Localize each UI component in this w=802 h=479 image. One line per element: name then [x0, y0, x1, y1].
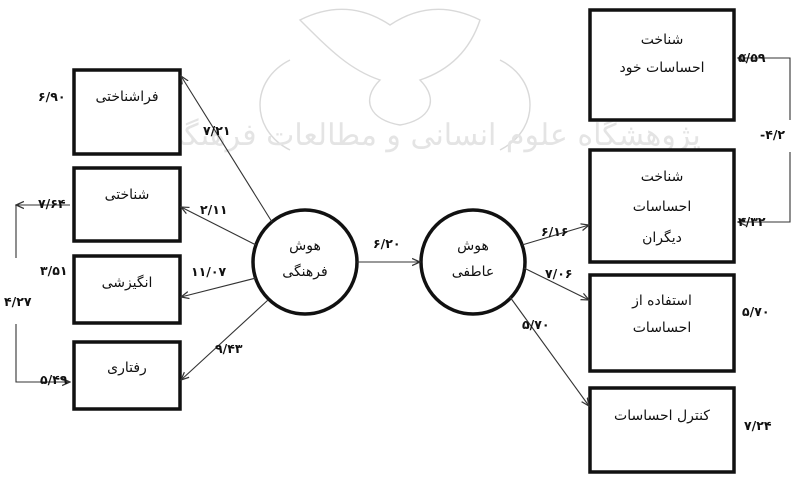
use-of-emotions-label-2: احساسات	[633, 320, 691, 336]
value-ei-self: ۶/۱۶	[541, 224, 568, 239]
metacognitive-label: فراشناختی	[95, 89, 158, 105]
value-ci-cognitive: ۲/۱۱	[200, 202, 227, 217]
link-behavioral-bottom	[15, 324, 70, 382]
motivational-box	[72, 254, 182, 325]
link-self-top	[738, 58, 791, 120]
value-use-of-emotions: ۵/۷۰	[742, 304, 769, 319]
watermark-text: پژوهشگاه علوم انسانی و مطالعات فرهنگی	[159, 118, 701, 153]
emotional-intelligence-node	[419, 208, 527, 316]
value-ei-control: ۵/۷۰	[522, 317, 549, 332]
others-awareness-box	[588, 148, 736, 264]
value-emotion-control: ۷/۲۴	[744, 418, 772, 433]
value-ci-behavioral: ۹/۴۳	[215, 341, 243, 356]
value-ci-ei: ۶/۲۰	[373, 236, 400, 251]
others-awareness-label-3: دیگران	[642, 229, 682, 246]
cultural-intelligence-node	[251, 208, 359, 316]
value-ci-motivational: ۱۱/۰۷	[191, 264, 226, 279]
self-awareness-box	[588, 8, 736, 122]
emotional-intelligence-label-2: عاطفی	[452, 264, 495, 280]
value-cognitive-behavioral-link: ۴/۲۷	[4, 294, 32, 309]
cultural-intelligence-label-1: هوش	[289, 238, 321, 254]
value-motivational: ۳/۵۱	[40, 263, 67, 278]
self-awareness-label-1: شناخت	[641, 32, 684, 48]
cognitive-label: شناختی	[105, 187, 150, 203]
use-of-emotions-label-1: استفاده از	[631, 293, 692, 309]
self-awareness-label-2: احساسات خود	[619, 60, 704, 76]
arrow-ei-others	[521, 225, 589, 246]
emotion-control-label: کنترل احساسات	[614, 408, 710, 424]
value-ei-use: ۷/۰۶	[545, 266, 572, 281]
motivational-label: انگیزشی	[102, 274, 153, 291]
others-awareness-label-2: احساسات	[633, 199, 691, 215]
arrow-ei-control	[509, 296, 589, 406]
use-of-emotions-box	[588, 273, 736, 373]
emotion-control-box	[588, 386, 736, 474]
watermark: پژوهشگاه علوم انسانی و مطالعات فرهنگی	[159, 8, 701, 153]
link-others-bottom	[738, 152, 791, 222]
value-cognitive: ۷/۶۴	[38, 196, 66, 211]
value-others-awareness: ۴/۳۲	[738, 214, 766, 229]
arrow-ci-behavioral	[181, 299, 269, 380]
value-self-awareness: ۵/۵۹	[738, 50, 766, 65]
cultural-intelligence-label-2: فرهنگی	[282, 263, 327, 280]
emotional-intelligence-label-1: هوش	[457, 238, 489, 254]
arrow-ci-motivational	[181, 277, 257, 297]
link-cognitive-top	[15, 204, 70, 258]
behavioral-label: رفتاری	[107, 360, 147, 376]
value-metacognitive: ۶/۹۰	[38, 89, 65, 104]
others-awareness-label-1: شناخت	[641, 169, 684, 185]
value-behavioral: ۵/۴۹	[40, 372, 68, 387]
arrow-ci-metacognitive	[181, 76, 273, 223]
metacognitive-box	[72, 68, 182, 156]
value-ci-metacognitive: ۷/۲۱	[203, 123, 230, 138]
cognitive-box	[72, 166, 182, 243]
arrow-ci-cognitive	[181, 207, 257, 246]
value-self-others-link: -۴/۲	[760, 127, 785, 142]
arrow-ei-use	[523, 267, 589, 300]
